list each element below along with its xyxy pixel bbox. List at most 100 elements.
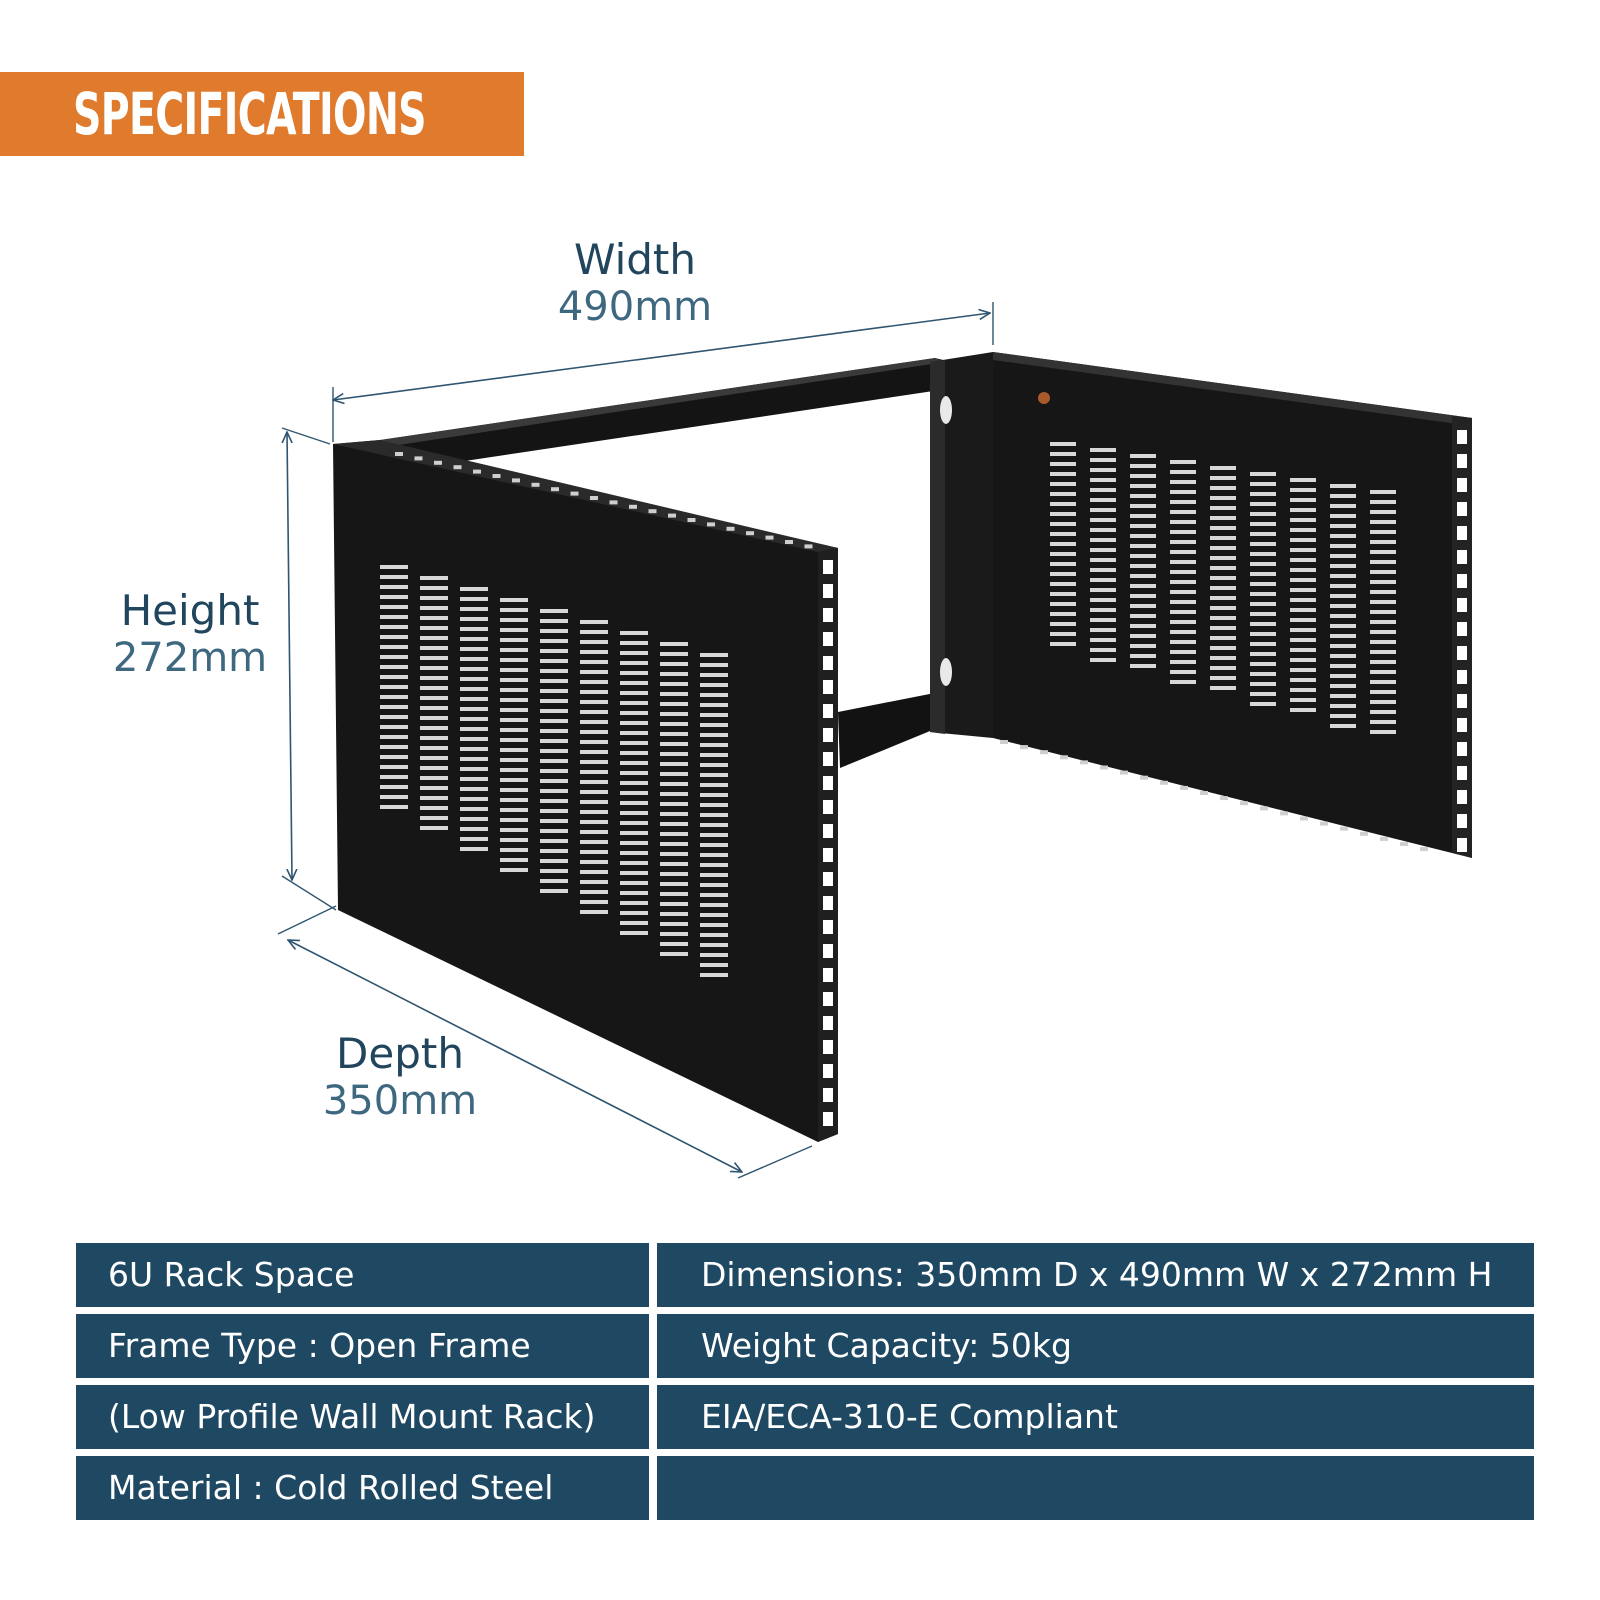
edge-hole: [1220, 796, 1228, 801]
vent-slot: [620, 821, 648, 825]
vent-slot: [1330, 524, 1356, 528]
rail-hole: [823, 1088, 833, 1102]
vent-slot: [660, 702, 688, 706]
vent-slot: [1130, 494, 1156, 498]
vent-slot: [620, 761, 648, 765]
vent-slot: [620, 751, 648, 755]
rail-hole: [823, 584, 833, 598]
vent-slot: [1210, 576, 1236, 580]
vent-slot: [700, 783, 728, 787]
vent-slot: [1130, 594, 1156, 598]
vent-slot: [460, 737, 488, 741]
vent-slot: [1090, 448, 1116, 452]
vent-slot: [380, 645, 408, 649]
edge-hole: [648, 509, 657, 514]
vent-slot: [460, 747, 488, 751]
vent-slot: [660, 892, 688, 896]
vent-slot: [460, 667, 488, 671]
vent-slot: [660, 852, 688, 856]
vent-slot: [420, 626, 448, 630]
depth-dimension-line: [277, 905, 813, 1179]
vent-slot: [1330, 604, 1356, 608]
vent-slot: [700, 763, 728, 767]
edge-hole: [1080, 760, 1088, 765]
depth-label: Depth: [336, 1029, 464, 1078]
edge-hole: [1280, 811, 1288, 816]
vent-slot: [540, 739, 568, 743]
edge-hole: [1340, 826, 1348, 831]
edge-hole: [453, 465, 462, 470]
vent-slot: [420, 796, 448, 800]
vent-slot: [500, 798, 528, 802]
vent-slot: [660, 942, 688, 946]
vent-slot: [1330, 564, 1356, 568]
rail-hole: [823, 704, 833, 718]
vent-slot: [1050, 472, 1076, 476]
vent-slot: [1050, 592, 1076, 596]
rail-hole: [1457, 790, 1467, 804]
vent-slot: [580, 830, 608, 834]
vent-slot: [540, 819, 568, 823]
vent-slot: [580, 690, 608, 694]
vent-slot: [660, 772, 688, 776]
vent-slot: [460, 597, 488, 601]
vent-slot: [1170, 510, 1196, 514]
vent-slot: [540, 779, 568, 783]
vent-slot: [580, 720, 608, 724]
vent-slot: [1170, 610, 1196, 614]
edge-hole: [765, 535, 774, 540]
vent-slot: [380, 565, 408, 569]
vent-slot: [540, 689, 568, 693]
vent-slot: [1250, 692, 1276, 696]
vent-slot: [620, 691, 648, 695]
vent-slot: [500, 718, 528, 722]
vent-slot: [1170, 520, 1196, 524]
depth-dimension: Depth 350mm: [290, 1029, 510, 1124]
vent-slot: [1330, 704, 1356, 708]
vent-slot: [660, 832, 688, 836]
vent-slot: [1290, 618, 1316, 622]
vent-slot: [620, 851, 648, 855]
vent-slot: [420, 706, 448, 710]
vent-slot: [1210, 596, 1236, 600]
vent-slot: [1210, 566, 1236, 570]
vent-slot: [540, 769, 568, 773]
vent-slot: [460, 677, 488, 681]
vent-slot: [1210, 616, 1236, 620]
vent-slot: [1170, 680, 1196, 684]
vent-slot: [420, 746, 448, 750]
top-rail: [380, 358, 968, 468]
vent-slot: [540, 669, 568, 673]
rail-hole: [1457, 454, 1467, 468]
height-label: Height: [120, 586, 260, 635]
vent-slot: [1250, 682, 1276, 686]
vent-slot: [700, 953, 728, 957]
vent-slot: [700, 673, 728, 677]
rail-hole: [1457, 478, 1467, 492]
vent-slot: [1290, 628, 1316, 632]
vent-slot: [1170, 600, 1196, 604]
vent-slot: [1210, 486, 1236, 490]
vent-slot: [1250, 492, 1276, 496]
right-side-panel: [993, 352, 1472, 858]
vent-slot: [1290, 578, 1316, 582]
vent-slot: [460, 687, 488, 691]
vent-slot: [1290, 678, 1316, 682]
vent-slot: [660, 812, 688, 816]
vent-slot: [1370, 490, 1396, 494]
vent-slot: [700, 943, 728, 947]
keyhole-slot-top: [940, 396, 952, 424]
width-value: 490mm: [557, 284, 713, 331]
vent-slot: [1130, 564, 1156, 568]
vent-slot: [1250, 702, 1276, 706]
vent-slot: [420, 636, 448, 640]
vent-slot: [660, 802, 688, 806]
vent-slot: [1130, 664, 1156, 668]
vent-slot: [420, 736, 448, 740]
vent-slot: [620, 721, 648, 725]
rail-hole: [1457, 694, 1467, 708]
vent-slot: [580, 620, 608, 624]
vent-slot: [1250, 472, 1276, 476]
vent-slot: [500, 698, 528, 702]
vent-slot: [540, 839, 568, 843]
